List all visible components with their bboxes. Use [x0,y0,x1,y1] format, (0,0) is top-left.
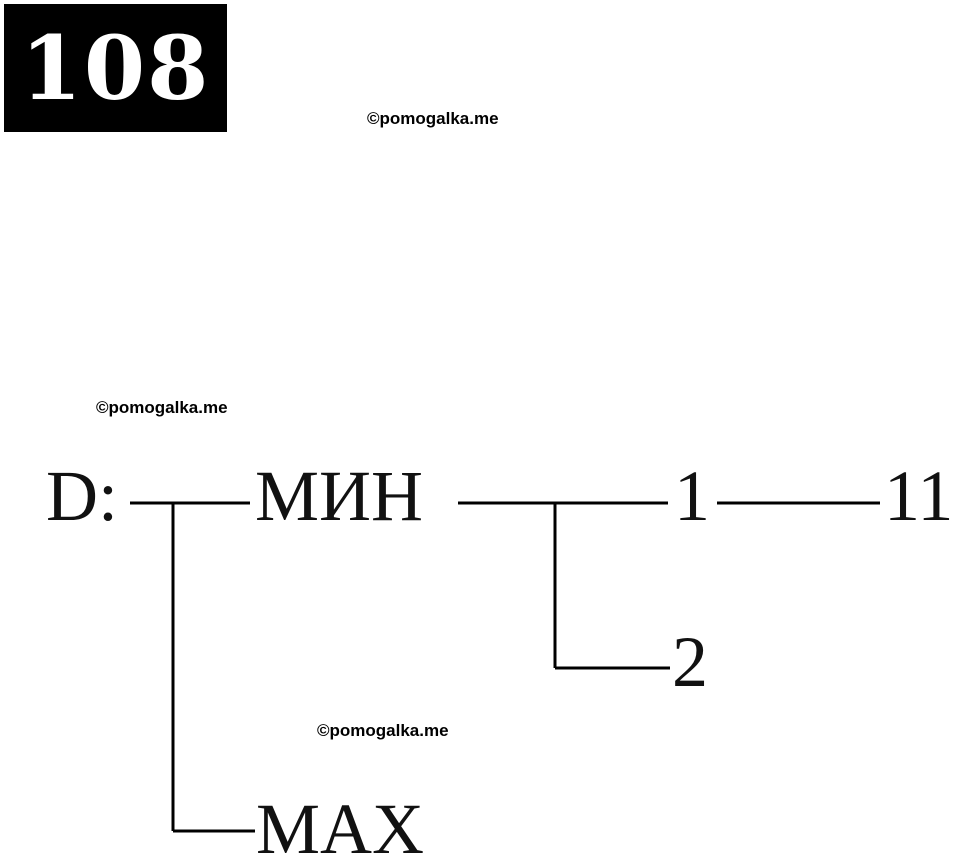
node-two: 2 [672,622,708,702]
watermark: ©pomogalka.me [96,398,228,417]
problem-number-badge: 108 [4,4,227,132]
watermark: ©pomogalka.me [317,721,449,740]
node-root: D: [46,456,118,536]
problem-number: 108 [20,16,211,120]
node-max: MAX [256,789,424,862]
watermark: ©pomogalka.me [367,109,499,128]
node-min: МИН [255,456,423,536]
node-one: 1 [674,456,710,536]
node-eleven: 11 [884,456,953,536]
